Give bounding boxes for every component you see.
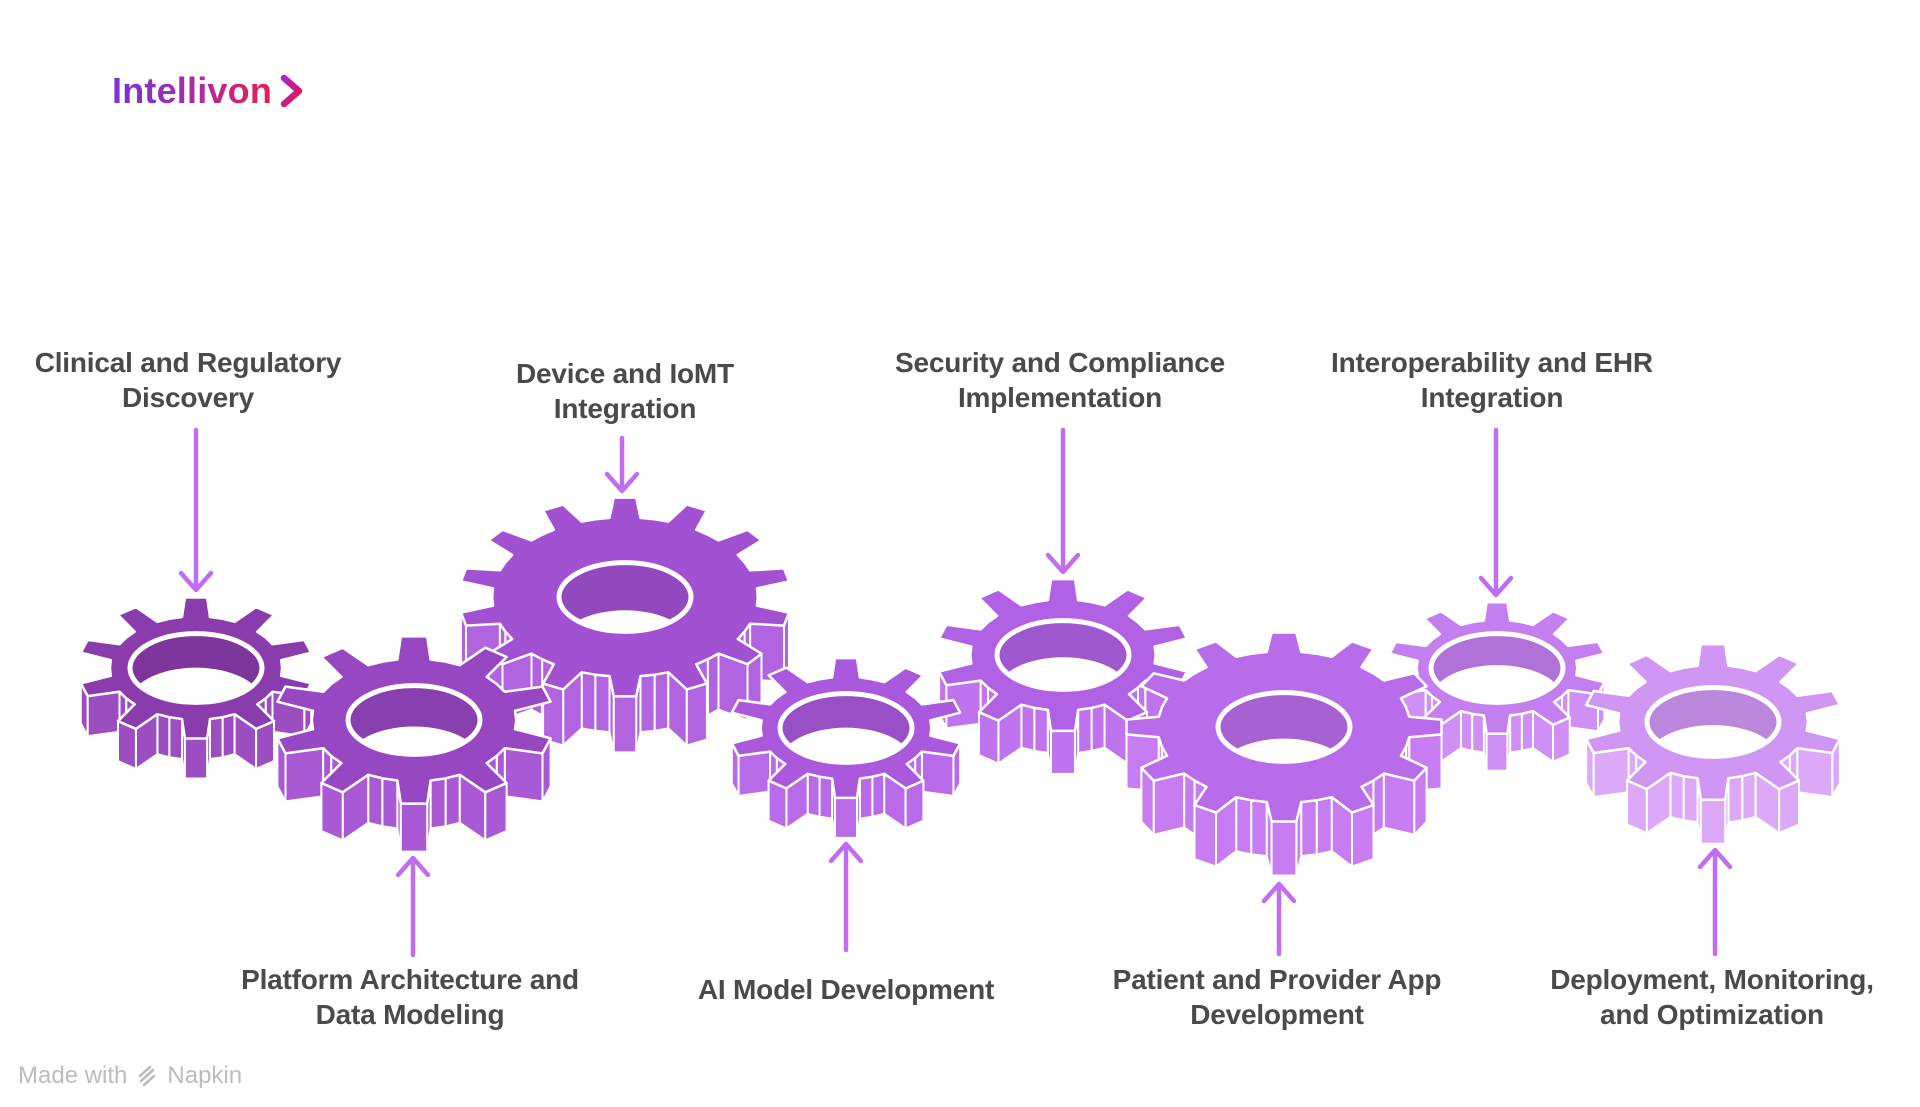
arrow-device-iomt: [604, 435, 640, 494]
step-label-line: and Optimization: [1600, 999, 1824, 1030]
arrow-ai-model: [828, 841, 864, 953]
arrow-deployment-monitoring: [1697, 847, 1733, 957]
step-label-line: Implementation: [957, 382, 1163, 413]
step-label-deployment-monitoring: Deployment, Monitoring, and Optimization: [1462, 962, 1920, 1032]
arrow-interoperability-ehr: [1478, 427, 1514, 598]
arrow-clinical-discovery: [178, 427, 214, 593]
made-with-napkin: Made with Napkin: [18, 1062, 242, 1090]
logo: Intellivon: [112, 70, 306, 112]
step-label-line: Integration: [553, 393, 697, 424]
arrow-platform-architecture: [395, 855, 431, 958]
step-label-line: Discovery: [121, 382, 255, 413]
gear-patient-provider-app: [1125, 631, 1443, 877]
gear-deployment-monitoring: [1584, 643, 1842, 845]
step-label-line: Platform Architecture and: [241, 964, 579, 995]
gear-clinical-discovery: [79, 596, 313, 780]
napkin-icon: [139, 1065, 156, 1087]
step-label-line: Integration: [1420, 382, 1564, 413]
made-with-text: Made with: [18, 1062, 128, 1089]
napkin-brand-text: Napkin: [167, 1062, 243, 1089]
step-label-line: Development: [1190, 999, 1364, 1030]
step-label-line: Device and IoMT: [516, 358, 734, 389]
step-label-line: Clinical and Regulatory: [34, 347, 342, 378]
gear-ai-model: [730, 656, 962, 839]
gear-platform-architecture: [276, 635, 552, 853]
step-label-device-iomt: Device and IoMT Integration: [415, 356, 835, 426]
step-label-line: Patient and Provider App: [1112, 964, 1442, 995]
step-label-line: Interoperability and EHR: [1331, 347, 1653, 378]
step-label-line: AI Model Development: [697, 974, 995, 1005]
step-label-line: Security and Compliance: [895, 347, 1225, 378]
step-label-line: Data Modeling: [315, 999, 505, 1030]
arrow-security-compliance: [1045, 427, 1081, 575]
logo-chevron-icon: [280, 74, 303, 108]
step-label-line: Deployment, Monitoring,: [1550, 964, 1874, 995]
step-label-interoperability-ehr: Interoperability and EHR Integration: [1262, 345, 1722, 415]
gear-device-iomt: [459, 496, 791, 754]
logo-text: Intellivon: [112, 70, 273, 111]
step-label-ai-model: AI Model Development: [606, 972, 1086, 1007]
arrow-patient-provider-app: [1261, 881, 1297, 957]
